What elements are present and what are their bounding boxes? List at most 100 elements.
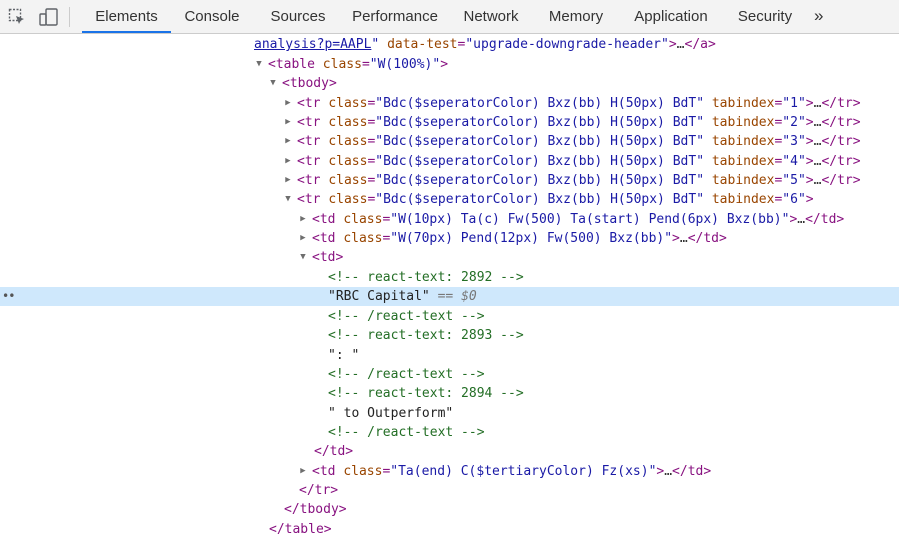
tree-node-td-expanded[interactable]: ▼ <td>	[0, 248, 899, 267]
collapse-triangle-icon[interactable]: ▶	[300, 214, 306, 224]
tree-node-td[interactable]: ▶ <td class="Ta(end) C($tertiaryColor) F…	[0, 462, 899, 481]
collapsed-ellipsis[interactable]: …	[664, 464, 673, 479]
attr-name: class	[328, 115, 368, 130]
console-var-ref: $0	[461, 289, 477, 304]
tree-node-tr[interactable]: ▶ <tr class="Bdc($seperatorColor) Bxz(bb…	[0, 152, 899, 171]
attr-name: class	[328, 173, 368, 188]
collapsed-ellipsis[interactable]: …	[813, 173, 822, 188]
collapsed-ellipsis[interactable]: …	[813, 134, 822, 149]
collapsed-ellipsis[interactable]: …	[797, 212, 806, 227]
collapse-triangle-icon[interactable]: ▶	[285, 98, 291, 108]
tab-security[interactable]: Security	[737, 8, 793, 25]
tag-open: <td	[312, 231, 336, 246]
collapse-triangle-icon[interactable]: ▶	[300, 466, 306, 476]
dom-tree: analysis?p=AAPL" data-test="upgrade-down…	[0, 35, 899, 538]
attr-name: tabindex	[711, 154, 775, 169]
attr-name: class	[343, 212, 383, 227]
tree-close-td[interactable]: </td>	[0, 442, 899, 461]
tab-performance[interactable]: Performance	[352, 8, 438, 25]
collapse-triangle-icon[interactable]: ▶	[285, 175, 291, 185]
collapsed-ellipsis[interactable]: …	[676, 37, 685, 52]
tree-comment[interactable]: <!-- react-text: 2892 -->	[0, 268, 899, 287]
attr-name: tabindex	[711, 96, 775, 111]
tag-open: <td>	[312, 250, 344, 265]
tree-node-tr-expanded[interactable]: ▼ <tr class="Bdc($seperatorColor) Bxz(bb…	[0, 190, 899, 209]
tree-node-td[interactable]: ▶ <td class="W(10px) Ta(c) Fw(500) Ta(st…	[0, 210, 899, 229]
close-tag: </tr>	[821, 154, 861, 169]
tab-console[interactable]: Console	[184, 8, 240, 25]
attr-value: 5	[790, 173, 798, 188]
tree-node-tr[interactable]: ▶ <tr class="Bdc($seperatorColor) Bxz(bb…	[0, 113, 899, 132]
close-tag: </tr>	[821, 173, 861, 188]
close-tag: </a>	[684, 37, 716, 52]
tree-close-table[interactable]: </table>	[0, 520, 899, 538]
tree-comment[interactable]: <!-- /react-text -->	[0, 365, 899, 384]
close-tag: </tr>	[821, 96, 861, 111]
tree-node-table[interactable]: ▼ <table class="W(100%)">	[0, 55, 899, 74]
collapse-triangle-icon[interactable]: ▶	[285, 156, 291, 166]
tree-close-tbody[interactable]: </tbody>	[0, 500, 899, 519]
tab-application[interactable]: Application	[634, 8, 708, 25]
collapsed-ellipsis[interactable]: …	[679, 231, 688, 246]
attr-name: class	[328, 154, 368, 169]
tab-elements[interactable]: Elements	[82, 0, 171, 33]
close-tag: </td>	[687, 231, 727, 246]
tree-comment[interactable]: <!-- /react-text -->	[0, 423, 899, 442]
attr-value: Bdc($seperatorColor) Bxz(bb) H(50px) BdT	[383, 192, 697, 207]
collapse-triangle-icon[interactable]: ▶	[285, 117, 291, 127]
expand-triangle-icon[interactable]: ▼	[285, 194, 291, 204]
expand-triangle-icon[interactable]: ▼	[300, 252, 306, 262]
collapse-triangle-icon[interactable]: ▶	[300, 233, 306, 243]
tree-text-node[interactable]: ": "	[0, 346, 899, 365]
device-toolbar-icon[interactable]	[39, 8, 58, 26]
tree-close-tr[interactable]: </tr>	[0, 481, 899, 500]
tree-node-tr[interactable]: ▶ <tr class="Bdc($seperatorColor) Bxz(bb…	[0, 171, 899, 190]
attr-name: data-test	[387, 37, 458, 52]
node-actions-icon[interactable]: ••	[2, 289, 15, 303]
collapsed-ellipsis[interactable]: …	[813, 115, 822, 130]
text-node: ": "	[328, 348, 360, 363]
more-tabs-icon[interactable]: »	[814, 6, 824, 25]
tree-comment[interactable]: <!-- /react-text -->	[0, 307, 899, 326]
expand-triangle-icon[interactable]: ▼	[270, 78, 276, 88]
tab-sources[interactable]: Sources	[270, 8, 326, 25]
comment-text: <!-- react-text: 2892 -->	[328, 270, 524, 285]
tree-comment[interactable]: <!-- react-text: 2893 -->	[0, 326, 899, 345]
attr-value: W(70px) Pend(12px) Fw(500) Bxz(bb)	[398, 231, 665, 246]
tree-node-tr[interactable]: ▶ <tr class="Bdc($seperatorColor) Bxz(bb…	[0, 94, 899, 113]
attr-value: upgrade-downgrade-header	[473, 37, 662, 52]
inspect-element-icon[interactable]	[8, 8, 26, 26]
tree-node-tbody[interactable]: ▼ <tbody>	[0, 74, 899, 93]
attr-name: class	[328, 192, 368, 207]
tag-end: >	[805, 192, 814, 207]
tree-comment[interactable]: <!-- react-text: 2894 -->	[0, 384, 899, 403]
tree-node-tr[interactable]: ▶ <tr class="Bdc($seperatorColor) Bxz(bb…	[0, 132, 899, 151]
attr-value: 2	[790, 115, 798, 130]
tab-network[interactable]: Network	[463, 8, 519, 25]
tree-text-node-selected[interactable]: •• "RBC Capital" == $0	[0, 287, 899, 306]
collapsed-ellipsis[interactable]: …	[813, 154, 822, 169]
collapse-triangle-icon[interactable]: ▶	[285, 136, 291, 146]
tag-open: <tr	[297, 192, 321, 207]
attr-name: class	[328, 96, 368, 111]
tab-memory[interactable]: Memory	[548, 8, 604, 25]
attr-value: 6	[790, 192, 798, 207]
tag-open: <td	[312, 464, 336, 479]
attr-name: class	[343, 231, 383, 246]
collapsed-ellipsis[interactable]: …	[813, 96, 822, 111]
tag-open: <tbody>	[282, 76, 337, 91]
attr-value: 4	[790, 154, 798, 169]
tag-open: <td	[312, 212, 336, 227]
comment-text: <!-- /react-text -->	[328, 309, 485, 324]
expand-triangle-icon[interactable]: ▼	[256, 59, 262, 69]
attr-value: Bdc($seperatorColor) Bxz(bb) H(50px) BdT	[383, 134, 697, 149]
tree-line-anchor-tail[interactable]: analysis?p=AAPL" data-test="upgrade-down…	[254, 37, 716, 52]
tree-node-td[interactable]: ▶ <td class="W(70px) Pend(12px) Fw(500) …	[0, 229, 899, 248]
attr-value: 3	[790, 134, 798, 149]
comment-text: <!-- react-text: 2893 -->	[328, 328, 524, 343]
tree-text-node[interactable]: " to Outperform"	[0, 404, 899, 423]
close-tag: </tbody>	[284, 502, 347, 517]
attr-value: W(10px) Ta(c) Fw(500) Ta(start) Pend(6px…	[398, 212, 782, 227]
close-tag: </tr>	[299, 483, 339, 498]
href-link[interactable]: analysis?p=AAPL	[254, 37, 372, 52]
